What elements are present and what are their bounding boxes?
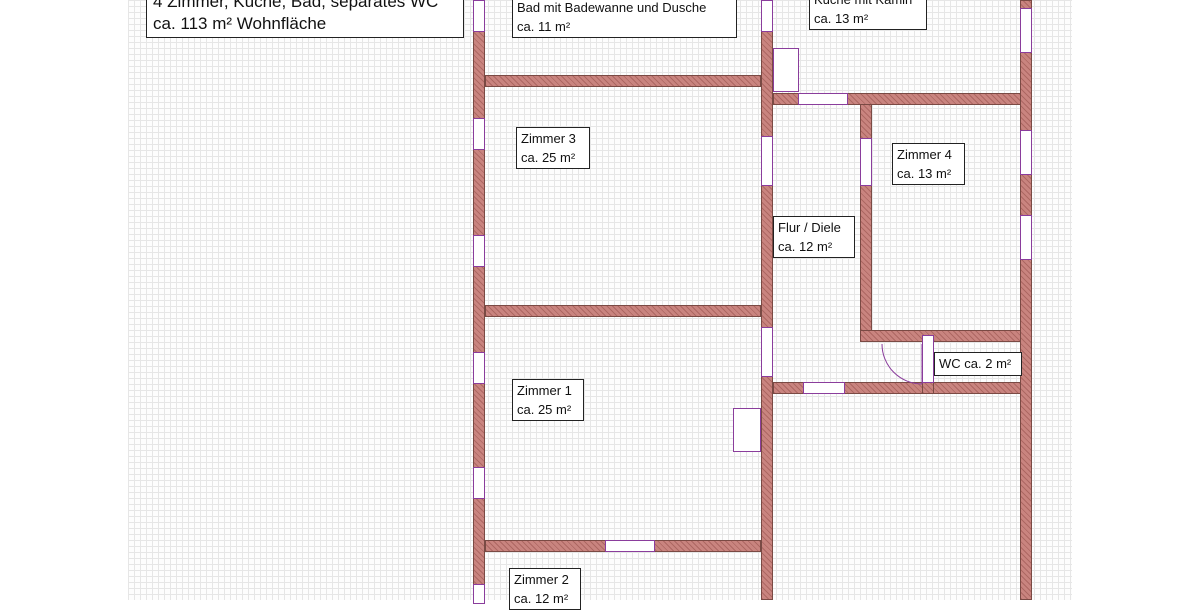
wall-zimmer4-vertical bbox=[860, 95, 872, 342]
room-label-zimmer3: Zimmer 3 ca. 25 m² bbox=[516, 127, 590, 169]
window-right-3 bbox=[1020, 215, 1032, 260]
window-right-2 bbox=[1020, 130, 1032, 175]
window-flur-door bbox=[803, 382, 845, 394]
room-label-flur: Flur / Diele ca. 12 m² bbox=[773, 216, 855, 258]
door-leaf-kueche bbox=[773, 48, 799, 92]
room-name-zimmer1: Zimmer 1 bbox=[517, 383, 572, 398]
title-line-1: 4 Zimmer, Küche, Bad, separates WC bbox=[153, 0, 439, 11]
room-label-bad: Bad mit Badewanne und Dusche ca. 11 m² bbox=[512, 0, 737, 38]
wall-middle-vertical bbox=[761, 0, 773, 600]
window-left-4 bbox=[473, 352, 485, 384]
room-label-zimmer2: Zimmer 2 ca. 12 m² bbox=[509, 568, 581, 610]
room-area-kueche: ca. 13 m² bbox=[814, 11, 869, 26]
window-left-2 bbox=[473, 118, 485, 150]
room-label-zimmer1: Zimmer 1 ca. 25 m² bbox=[512, 379, 584, 421]
window-wc-door bbox=[922, 335, 934, 383]
window-middle-1 bbox=[761, 0, 773, 32]
room-area-zimmer3: ca. 25 m² bbox=[521, 150, 576, 165]
room-name-zimmer3: Zimmer 3 bbox=[521, 131, 576, 146]
room-area-bad: ca. 11 m² bbox=[517, 19, 571, 34]
window-left-6 bbox=[473, 584, 485, 604]
window-left-5 bbox=[473, 467, 485, 499]
window-zimmer4-door bbox=[860, 138, 872, 186]
title-box: 4 Zimmer, Küche, Bad, separates WC ca. 1… bbox=[146, 0, 464, 38]
window-left-3 bbox=[473, 235, 485, 267]
room-area-zimmer2: ca. 12 m² bbox=[514, 591, 569, 606]
room-label-zimmer4: Zimmer 4 ca. 13 m² bbox=[892, 143, 965, 185]
room-name-kueche: Küche mit Kamin bbox=[814, 0, 922, 9]
room-name-zimmer2: Zimmer 2 bbox=[514, 572, 569, 587]
room-area-flur: ca. 12 m² bbox=[778, 239, 833, 254]
room-name-zimmer4: Zimmer 4 bbox=[897, 147, 952, 162]
wall-left-vertical bbox=[473, 0, 485, 600]
room-name-bad: Bad mit Badewanne und Dusche bbox=[517, 0, 707, 15]
title-line-2: ca. 113 m² Wohnfläche bbox=[153, 14, 327, 33]
room-area-zimmer4: ca. 13 m² bbox=[897, 166, 952, 181]
room-area-zimmer1: ca. 25 m² bbox=[517, 402, 572, 417]
window-zimmer2-door bbox=[605, 540, 655, 552]
window-left-1 bbox=[473, 0, 485, 32]
room-name-wc: WC ca. 2 m² bbox=[939, 356, 1012, 371]
wall-zimmer3-bottom bbox=[485, 305, 761, 317]
door-leaf-zimmer1 bbox=[733, 408, 761, 452]
room-label-wc: WC ca. 2 m² bbox=[934, 352, 1022, 376]
window-middle-3 bbox=[761, 327, 773, 377]
wall-right-vertical bbox=[1020, 0, 1032, 600]
room-label-kueche: Küche mit Kamin ca. 13 m² bbox=[809, 0, 927, 30]
floor-plan-canvas bbox=[128, 0, 1072, 600]
room-name-flur: Flur / Diele bbox=[778, 220, 841, 235]
window-kueche-door bbox=[798, 93, 848, 105]
window-right-1 bbox=[1020, 8, 1032, 53]
wall-zimmer4-bottom bbox=[860, 330, 1021, 342]
wall-bad-bottom bbox=[485, 75, 761, 87]
window-middle-2 bbox=[761, 136, 773, 186]
